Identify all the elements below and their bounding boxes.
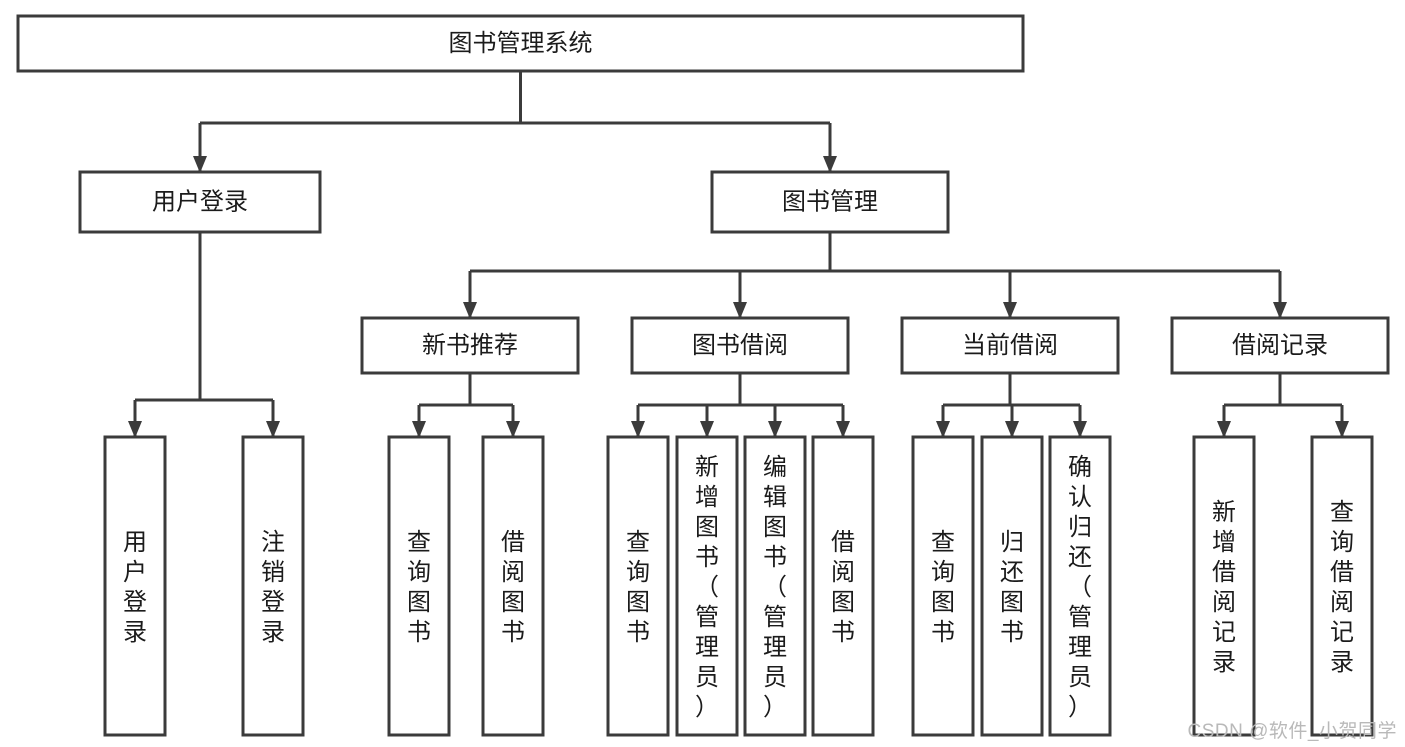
node-leaf-logout[interactable]: 注销登录	[241, 435, 305, 737]
node-box-new-book-recommend	[360, 316, 580, 375]
node-label-user-login: 用户登录	[152, 188, 248, 215]
node-label-leaf-query-borrow-record: 查询借阅记录	[1330, 499, 1354, 676]
node-label-leaf-return-book: 归还图书	[1000, 529, 1024, 646]
arrow-head-icon	[506, 421, 520, 438]
arrow-head-icon	[700, 421, 714, 438]
node-box-book-borrow	[630, 316, 850, 375]
node-book-borrow[interactable]: 图书借阅	[630, 316, 850, 375]
node-label-current-borrow: 当前借阅	[962, 332, 1058, 359]
node-box-leaf-user-login	[103, 435, 167, 737]
node-box-leaf-query-book-new	[387, 435, 451, 737]
node-box-leaf-borrow-book-new	[481, 435, 545, 737]
node-book-management[interactable]: 图书管理	[710, 170, 950, 234]
nodes-layer: 图书管理系统用户登录图书管理新书推荐图书借阅当前借阅借阅记录用户登录注销登录查询…	[16, 14, 1390, 737]
node-box-book-management	[710, 170, 950, 234]
node-label-leaf-borrow-book: 借阅图书	[831, 529, 855, 646]
node-leaf-return-book[interactable]: 归还图书	[980, 435, 1044, 737]
node-leaf-add-borrow-record[interactable]: 新增借阅记录	[1192, 435, 1256, 737]
node-leaf-confirm-return-admin[interactable]: 确认归还（管理员）	[1048, 435, 1112, 737]
arrow-head-icon	[463, 302, 477, 319]
arrow-head-icon	[733, 302, 747, 319]
arrow-head-icon	[128, 421, 142, 438]
node-label-book-borrow: 图书借阅	[692, 332, 788, 359]
node-leaf-query-book-borrow[interactable]: 查询图书	[606, 435, 670, 737]
node-new-book-recommend[interactable]: 新书推荐	[360, 316, 580, 375]
arrow-head-icon	[266, 421, 280, 438]
node-label-leaf-logout: 注销登录	[261, 529, 285, 646]
node-label-leaf-user-login: 用户登录	[123, 529, 147, 646]
node-box-leaf-query-book-current	[911, 435, 975, 737]
node-label-leaf-borrow-book-new: 借阅图书	[501, 529, 525, 646]
node-borrow-record[interactable]: 借阅记录	[1170, 316, 1390, 375]
node-label-leaf-add-borrow-record: 新增借阅记录	[1212, 499, 1236, 676]
node-label-leaf-add-book-admin: 新增图书（管理员）	[695, 454, 719, 721]
node-label-leaf-confirm-return-admin: 确认归还（管理员）	[1068, 454, 1092, 721]
node-label-book-management: 图书管理	[782, 188, 878, 215]
node-current-borrow[interactable]: 当前借阅	[900, 316, 1120, 375]
node-leaf-query-book-new[interactable]: 查询图书	[387, 435, 451, 737]
node-box-leaf-borrow-book	[811, 435, 875, 737]
node-box-leaf-query-borrow-record	[1310, 435, 1374, 737]
arrow-head-icon	[823, 156, 837, 173]
node-leaf-query-book-current[interactable]: 查询图书	[911, 435, 975, 737]
arrow-head-icon	[836, 421, 850, 438]
node-root[interactable]: 图书管理系统	[16, 14, 1025, 73]
node-box-leaf-logout	[241, 435, 305, 737]
csdn-watermark: CSDN @软件_小贺同学	[1187, 721, 1397, 742]
node-label-leaf-query-book-borrow: 查询图书	[626, 529, 650, 646]
arrow-head-icon	[193, 156, 207, 173]
arrow-head-icon	[1003, 302, 1017, 319]
arrow-head-icon	[412, 421, 426, 438]
node-box-user-login	[78, 170, 322, 234]
arrow-head-icon	[1335, 421, 1349, 438]
node-label-new-book-recommend: 新书推荐	[422, 332, 518, 359]
node-box-leaf-add-book-admin	[675, 435, 739, 737]
node-box-leaf-edit-book-admin	[743, 435, 807, 737]
node-box-leaf-return-book	[980, 435, 1044, 737]
node-leaf-borrow-book[interactable]: 借阅图书	[811, 435, 875, 737]
node-box-current-borrow	[900, 316, 1120, 375]
node-label-leaf-query-book-current: 查询图书	[931, 529, 955, 646]
node-leaf-borrow-book-new[interactable]: 借阅图书	[481, 435, 545, 737]
node-box-borrow-record	[1170, 316, 1390, 375]
node-leaf-query-borrow-record[interactable]: 查询借阅记录	[1310, 435, 1374, 737]
node-label-root: 图书管理系统	[449, 30, 593, 57]
connector-lines-layer	[128, 71, 1349, 438]
arrow-head-icon	[1273, 302, 1287, 319]
node-box-leaf-confirm-return-admin	[1048, 435, 1112, 737]
node-leaf-user-login[interactable]: 用户登录	[103, 435, 167, 737]
node-label-leaf-edit-book-admin: 编辑图书（管理员）	[763, 454, 787, 721]
node-leaf-edit-book-admin[interactable]: 编辑图书（管理员）	[743, 435, 807, 737]
node-user-login[interactable]: 用户登录	[78, 170, 322, 234]
arrow-head-icon	[631, 421, 645, 438]
arrow-head-icon	[768, 421, 782, 438]
arrow-head-icon	[1217, 421, 1231, 438]
node-box-leaf-add-borrow-record	[1192, 435, 1256, 737]
arrow-head-icon	[936, 421, 950, 438]
arrow-head-icon	[1005, 421, 1019, 438]
node-label-leaf-query-book-new: 查询图书	[407, 529, 431, 646]
node-box-root	[16, 14, 1025, 73]
node-leaf-add-book-admin[interactable]: 新增图书（管理员）	[675, 435, 739, 737]
node-label-borrow-record: 借阅记录	[1232, 332, 1328, 359]
node-box-leaf-query-book-borrow	[606, 435, 670, 737]
arrow-head-icon	[1073, 421, 1087, 438]
